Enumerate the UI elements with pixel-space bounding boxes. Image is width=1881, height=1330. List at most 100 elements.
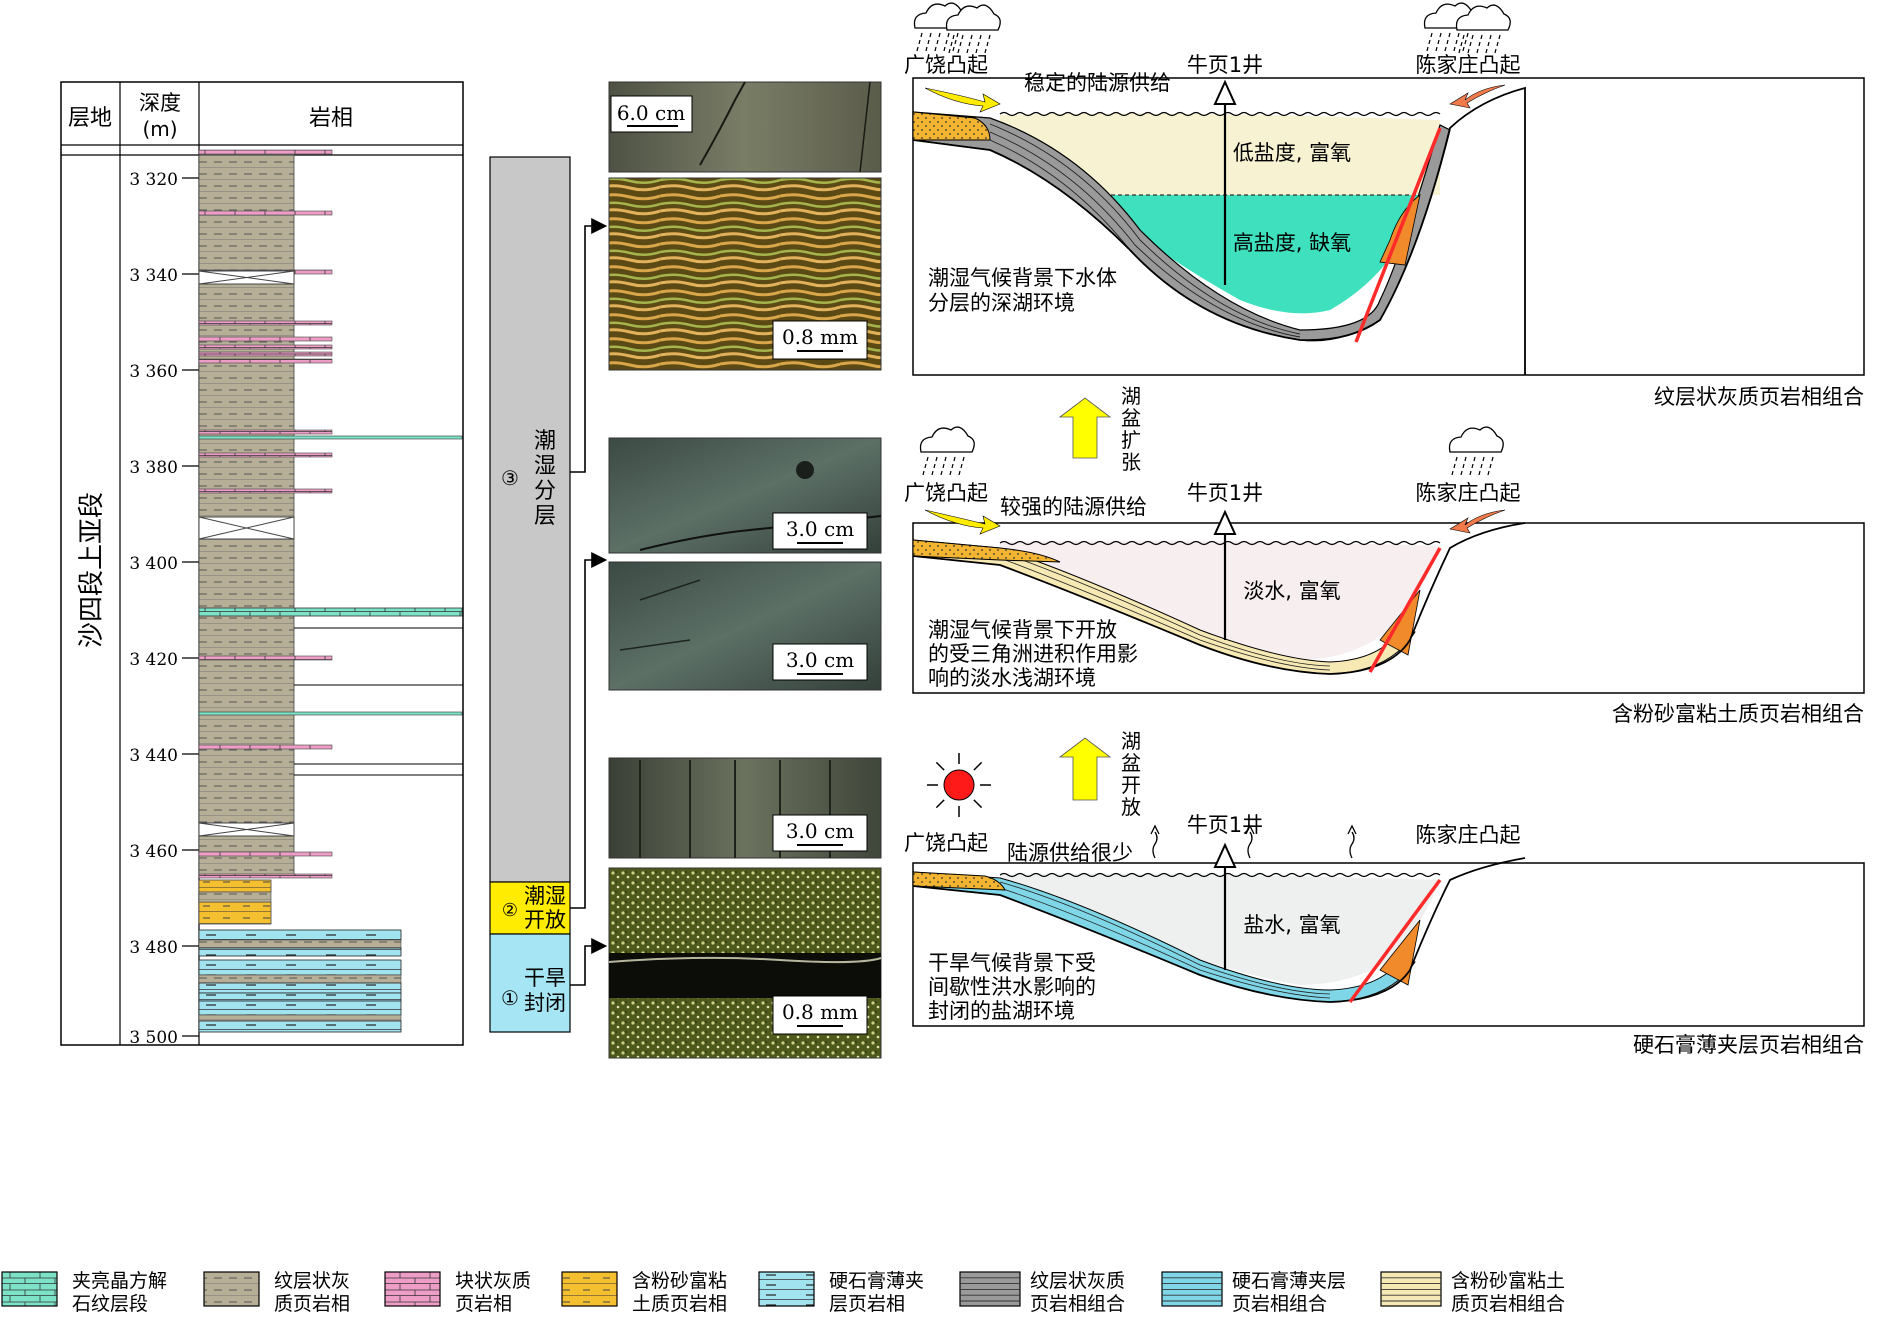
stage-3-number: ③	[501, 466, 519, 490]
massive-calcareous-bed	[198, 655, 333, 661]
legend-swatch	[1, 1271, 58, 1307]
stage-3-pointer	[570, 218, 608, 473]
legend-swatch	[758, 1271, 815, 1307]
transition-char: 扩	[1121, 428, 1141, 452]
legend-item: 纹层状灰质页岩相	[203, 1270, 350, 1315]
massive-calcareous-bed	[198, 320, 333, 326]
header-depth-unit: (m)	[142, 117, 177, 141]
water-label: 淡水, 富氧	[1243, 579, 1340, 603]
stage-2-number: ②	[502, 900, 518, 921]
sparry-calcite-bed	[198, 607, 463, 617]
legend-label: 纹层状灰	[274, 1270, 350, 1292]
model-open-shallow-lake: 牛页1井 广饶凸起 陈家庄凸起 较强的陆源供给 淡水, 富氧 潮湿气候背景下开放…	[904, 426, 1865, 726]
environment-line: 响的淡水浅湖环境	[928, 666, 1096, 690]
cloud-icon	[1448, 426, 1504, 476]
label-char: 潮	[534, 429, 556, 454]
stage-1-number: ①	[501, 986, 519, 1010]
right-high-label: 陈家庄凸起	[1416, 481, 1521, 505]
fault-line	[1348, 878, 1442, 1004]
evaporation-icon	[1150, 824, 1357, 859]
sun-icon	[927, 753, 991, 817]
well-label: 牛页1井	[1187, 813, 1263, 837]
legend-label: 页岩相组合	[1232, 1293, 1327, 1315]
fault-line	[1354, 127, 1442, 343]
environment-line: 的受三角洲进积作用影	[928, 642, 1138, 666]
legend-label: 页岩相组合	[1030, 1293, 1125, 1315]
stage-humid-stratified	[489, 156, 571, 883]
well-label: 牛页1井	[1187, 53, 1263, 77]
transition-char: 盆	[1121, 406, 1141, 430]
legend-label: 块状灰质	[455, 1270, 531, 1292]
massive-calcareous-beds	[198, 149, 333, 879]
legend-label: 页岩相	[455, 1293, 512, 1315]
silty-clay-bed	[198, 901, 272, 925]
left-high-label: 广饶凸起	[904, 481, 988, 505]
massive-calcareous-bed	[198, 429, 333, 435]
depth-tick-label: 3 440	[129, 746, 178, 766]
legend-swatch	[384, 1271, 441, 1307]
depth-tick-label: 3 460	[129, 842, 178, 862]
stage-arid-closed	[489, 933, 571, 1033]
sparry-calcite-bed	[198, 435, 463, 440]
core-gap	[198, 270, 295, 837]
supply-label: 稳定的陆源供给	[1024, 71, 1171, 95]
header-lithofacies: 岩相	[309, 106, 353, 131]
well-arrow-icon	[1213, 509, 1237, 535]
depth-tick-label: 3 360	[129, 362, 178, 382]
supply-label: 较强的陆源供给	[1000, 495, 1147, 519]
rain-cloud-icon	[913, 2, 1511, 54]
supply-arrow-icon	[1449, 84, 1506, 109]
transition-char: 盆	[1121, 751, 1141, 775]
left-high-label: 广饶凸起	[904, 53, 988, 77]
cloud-icon	[1455, 4, 1511, 54]
legend-label: 含粉砂富粘	[632, 1270, 727, 1292]
label-char: 开放	[524, 908, 566, 932]
column-frame	[60, 81, 464, 1046]
cloud-icon	[945, 4, 1001, 54]
legend-label: 纹层状灰质	[1030, 1270, 1125, 1292]
legend-item: 硬石膏薄夹层页岩相组合	[1161, 1269, 1346, 1315]
supply-label: 陆源供给很少	[1007, 841, 1133, 865]
massive-calcareous-bed	[198, 358, 333, 364]
depth-tick-label: 3 420	[129, 650, 178, 670]
lower-water-label: 高盐度, 缺氧	[1233, 231, 1351, 255]
massive-calcareous-bed	[198, 488, 333, 494]
depth-tick-label: 3 480	[129, 938, 178, 958]
massive-calcareous-bed	[198, 336, 333, 342]
right-high-label: 陈家庄凸起	[1416, 53, 1521, 77]
legend-label: 硬石膏薄夹层	[1232, 1269, 1346, 1292]
depth-tick-label: 3 400	[129, 554, 178, 574]
supply-arrow-icon	[1449, 509, 1506, 534]
depth-tick-label: 3 340	[129, 266, 178, 286]
environment-line: 潮湿气候背景下开放	[928, 618, 1117, 642]
legend-item: 硬石膏薄夹层页岩相	[758, 1269, 924, 1315]
legend-label: 石纹层段	[72, 1293, 148, 1315]
well-label: 牛页1井	[1187, 481, 1263, 505]
legend-label: 质页岩相组合	[1451, 1293, 1565, 1315]
massive-calcareous-bed	[198, 210, 333, 216]
formation-name: 沙四段上亚段	[77, 492, 107, 648]
legend-swatch	[203, 1271, 260, 1307]
legend-label: 含粉砂富粘土	[1451, 1270, 1565, 1292]
massive-calcareous-bed	[198, 344, 333, 350]
scale-label: 3.0 cm	[786, 648, 854, 672]
stage-humid-open	[489, 881, 571, 935]
depth-tick-label: 3 380	[129, 458, 178, 478]
environment-line: 封闭的盐湖环境	[928, 999, 1075, 1023]
legend-label: 硬石膏薄夹	[829, 1269, 924, 1292]
massive-calcareous-bed	[198, 351, 333, 357]
well-arrow-icon	[1213, 79, 1237, 105]
label-char: 层	[534, 504, 556, 529]
legend-label: 土质页岩相	[632, 1293, 727, 1315]
anhydrite-beds	[198, 929, 402, 1033]
environment-line: 干旱气候背景下受	[928, 951, 1096, 975]
up-arrow-icon	[1058, 397, 1112, 459]
sparry-calcite-bed	[198, 711, 463, 716]
legend-label: 层页岩相	[829, 1293, 905, 1315]
supply-arrow-icon	[924, 509, 1001, 535]
